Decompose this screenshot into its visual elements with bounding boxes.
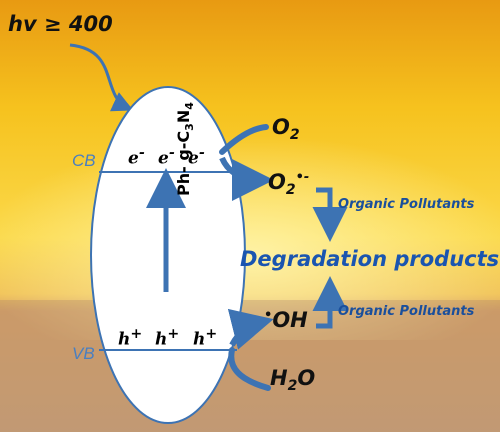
superoxide-label: O2•- xyxy=(268,170,310,199)
hole-1: h+ xyxy=(118,326,143,350)
reduction-arrow xyxy=(219,124,269,155)
electron-1: e- xyxy=(128,145,145,169)
superoxide-to-products-arrow xyxy=(312,187,348,242)
hydroxyl-radical-label: •OH xyxy=(264,308,308,332)
valence-band-label: VB xyxy=(72,344,95,363)
oxidation-arrow xyxy=(228,347,271,391)
hole-3: h+ xyxy=(193,326,218,350)
electron-3: e- xyxy=(188,145,205,169)
hydroxyl-to-products-arrow xyxy=(312,276,348,329)
electron-2: e- xyxy=(158,145,175,169)
sun-glow xyxy=(0,120,500,340)
organic-pollutants-label-top: Organic Pollutants xyxy=(338,197,475,212)
water-label: H2O xyxy=(270,366,316,395)
reduction-arrow-head xyxy=(219,156,274,201)
conduction-band-label: CB xyxy=(72,151,96,170)
light-arrow xyxy=(69,43,134,112)
sea-haze xyxy=(0,300,500,432)
degradation-products-label: Degradation products xyxy=(240,247,500,271)
light-energy-label: hv ≥ 400 xyxy=(8,12,113,36)
catalyst-label: Ph- g-C3N4 xyxy=(174,102,197,196)
oxygen-label: O2 xyxy=(272,115,300,144)
hole-2: h+ xyxy=(155,326,180,350)
organic-pollutants-label-bottom: Organic Pollutants xyxy=(338,304,475,319)
oxidation-arrow-head xyxy=(227,308,274,350)
